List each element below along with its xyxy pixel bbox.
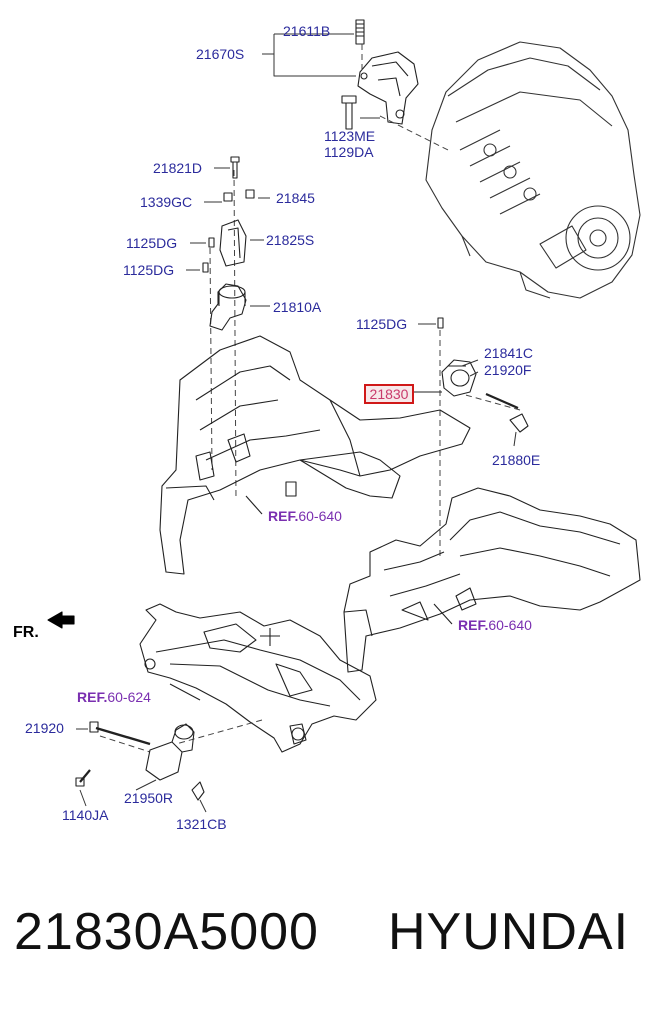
engine-block [425, 41, 641, 299]
label-21611b: 21611B [283, 23, 331, 39]
label-1125dg-upper: 1125DG [126, 235, 178, 251]
footer: 21830A5000 HYUNDAI [0, 902, 653, 982]
subframe-60-624 [139, 603, 377, 753]
label-21830: 21830 [369, 386, 409, 402]
label-1321cb: 1321CB [176, 816, 227, 832]
label-21825s: 21825S [266, 232, 315, 248]
label-21845: 21845 [276, 190, 315, 206]
label-21920f: 21920F [484, 362, 532, 378]
label-1129da: 1129DA [324, 144, 374, 160]
side-member-left [159, 335, 471, 575]
front-direction-arrow [47, 611, 75, 629]
parts-diagram: 21611B 21670S 1123ME 1129DA 21821D 1339G… [13, 19, 641, 832]
label-1123me: 1123ME [324, 128, 376, 144]
label-1140ja: 1140JA [62, 807, 109, 823]
brand-name: HYUNDAI [388, 903, 630, 961]
side-member-right [343, 487, 641, 673]
label-1339gc: 1339GC [140, 194, 193, 210]
highlighted-part-21830[interactable]: 21830 [364, 384, 414, 404]
mount-assembly-21810a [202, 156, 255, 331]
engine-bracket-21670s [341, 19, 419, 130]
roll-mount-21950r [75, 721, 205, 801]
label-21821d: 21821D [153, 160, 203, 176]
label-1125dg-middle: 1125DG [123, 262, 175, 278]
label-21880e: 21880E [492, 452, 541, 468]
mount-21830 [412, 317, 529, 433]
diagram-drawing [47, 19, 641, 813]
label-21670s: 21670S [196, 46, 245, 62]
label-21810a: 21810A [273, 299, 322, 315]
label-21841c: 21841C [484, 345, 534, 361]
part-number: 21830A5000 [14, 903, 319, 961]
ref-60-640-right: REF.60-640 [458, 617, 532, 633]
ref-60-640-left: REF.60-640 [268, 508, 342, 524]
label-1125dg-right: 1125DG [356, 316, 408, 332]
label-21950r: 21950R [124, 790, 174, 806]
front-label: FR. [13, 624, 39, 641]
label-21920: 21920 [25, 720, 64, 736]
ref-60-624: REF.60-624 [77, 689, 151, 705]
